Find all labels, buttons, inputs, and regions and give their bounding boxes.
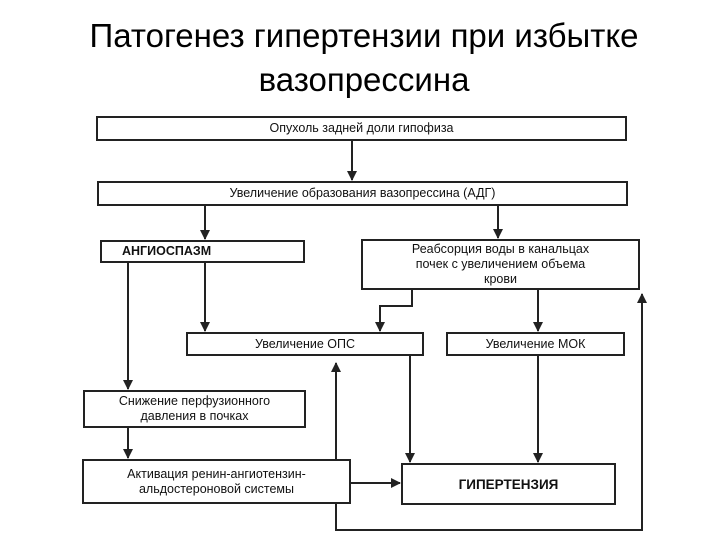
box-water-reabsorption-label: Реабсорция воды в канальцах почек с увел… (411, 242, 590, 286)
arrow-reabsorption-to-ops (375, 290, 413, 332)
box-raas-activation: Активация ренин-ангиотензин- альдостерон… (82, 459, 351, 504)
box-perfusion-decrease-label: Снижение перфузионного давления в почках (118, 394, 271, 423)
box-angiospasm-label: АНГИОСПАЗМ (122, 244, 212, 258)
box-angiospasm: АНГИОСПАЗМ (100, 240, 305, 263)
slide-title: Патогенез гипертензии при избытке вазопр… (0, 14, 728, 102)
box-mok-increase: Увеличение МОК (446, 332, 625, 356)
box-hypertension: ГИПЕРТЕНЗИЯ (401, 463, 616, 505)
slide-title-line-2: вазопрессина (258, 61, 470, 98)
box-raas-activation-label: Активация ренин-ангиотензин- альдостерон… (127, 466, 306, 496)
box-hypertension-label: ГИПЕРТЕНЗИЯ (458, 476, 559, 492)
box-ops-increase-label: Увеличение ОПС (254, 336, 356, 351)
feedback-loop-to-reabsorption (380, 293, 647, 531)
box-tumor-label: Опухоль задней доли гипофиза (269, 121, 454, 135)
slide-title-line-1: Патогенез гипертензии при избытке (89, 17, 639, 54)
box-perfusion-decrease: Снижение перфузионного давления в почках (83, 390, 306, 428)
box-mok-increase-label: Увеличение МОК (485, 336, 586, 351)
box-adh-increase: Увеличение образования вазопрессина (АДГ… (97, 181, 628, 206)
box-adh-increase-label: Увеличение образования вазопрессина (АДГ… (229, 186, 496, 200)
feedback-loop-to-ops (331, 362, 380, 531)
box-water-reabsorption: Реабсорция воды в канальцах почек с увел… (361, 239, 640, 290)
box-ops-increase: Увеличение ОПС (186, 332, 424, 356)
box-tumor: Опухоль задней доли гипофиза (96, 116, 627, 141)
